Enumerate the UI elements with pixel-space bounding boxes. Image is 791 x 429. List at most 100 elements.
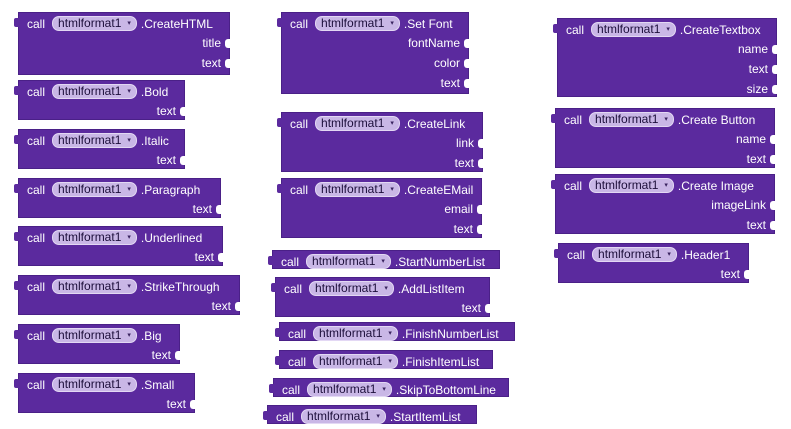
input-socket[interactable] [180, 156, 185, 165]
input-socket[interactable] [464, 59, 469, 68]
dropdown-arrow-icon: ▾ [127, 332, 131, 339]
method-name: .Header1 [680, 247, 731, 262]
input-socket[interactable] [190, 400, 195, 409]
component-dropdown[interactable]: htmlformat1▾ [52, 230, 137, 245]
component-dropdown[interactable]: htmlformat1▾ [52, 16, 137, 31]
input-socket[interactable] [770, 135, 775, 144]
component-dropdown[interactable]: htmlformat1▾ [301, 409, 386, 424]
param-label: color [433, 56, 460, 70]
param-label: text [748, 62, 768, 76]
component-dropdown[interactable]: htmlformat1▾ [306, 254, 391, 269]
component-name: htmlformat1 [58, 182, 122, 196]
method-name: .AddListItem [397, 281, 465, 296]
param-label: imageLink [711, 198, 766, 212]
component-dropdown[interactable]: htmlformat1▾ [589, 112, 674, 127]
input-socket[interactable] [477, 225, 482, 234]
component-name: htmlformat1 [58, 16, 122, 30]
component-dropdown[interactable]: htmlformat1▾ [315, 16, 400, 31]
input-socket[interactable] [478, 139, 483, 148]
call-keyword: call [567, 247, 586, 262]
component-dropdown[interactable]: htmlformat1▾ [589, 178, 674, 193]
input-socket[interactable] [180, 107, 185, 116]
input-socket[interactable] [772, 65, 777, 74]
call-keyword: call [27, 377, 46, 392]
dropdown-arrow-icon: ▾ [127, 137, 131, 144]
component-dropdown[interactable]: htmlformat1▾ [315, 182, 400, 197]
block-header: call htmlformat1▾.FinishNumberList [288, 326, 499, 341]
component-dropdown[interactable]: htmlformat1▾ [592, 247, 677, 262]
block-finishnumberlist[interactable]: call htmlformat1▾.FinishNumberList [275, 322, 515, 341]
input-socket[interactable] [772, 45, 777, 54]
component-dropdown[interactable]: htmlformat1▾ [52, 377, 137, 392]
input-socket[interactable] [464, 39, 469, 48]
component-dropdown[interactable]: htmlformat1▾ [309, 281, 394, 296]
dropdown-arrow-icon: ▾ [390, 186, 394, 193]
input-socket[interactable] [744, 270, 749, 279]
dropdown-arrow-icon: ▾ [388, 330, 392, 337]
component-dropdown[interactable]: htmlformat1▾ [52, 279, 137, 294]
method-name: .FinishNumberList [401, 326, 499, 341]
component-name: htmlformat1 [58, 377, 122, 391]
method-name: .Create Image [677, 178, 754, 193]
input-socket[interactable] [218, 253, 223, 262]
call-keyword: call [27, 84, 46, 99]
input-socket[interactable] [770, 155, 775, 164]
input-socket[interactable] [770, 221, 775, 230]
block-header1[interactable]: call htmlformat1▾.Header1 text [554, 243, 749, 283]
method-name: .StartItemList [389, 409, 461, 424]
component-dropdown[interactable]: htmlformat1▾ [313, 326, 398, 341]
call-keyword: call [276, 409, 295, 424]
component-dropdown[interactable]: htmlformat1▾ [307, 382, 392, 397]
component-name: htmlformat1 [307, 409, 371, 423]
component-dropdown[interactable]: htmlformat1▾ [52, 84, 137, 99]
component-dropdown[interactable]: htmlformat1▾ [591, 22, 676, 37]
dropdown-arrow-icon: ▾ [664, 182, 668, 189]
method-name: .CreateHTML [140, 16, 213, 31]
input-socket[interactable] [464, 79, 469, 88]
component-dropdown[interactable]: htmlformat1▾ [52, 182, 137, 197]
input-socket[interactable] [235, 302, 240, 311]
method-name: .CreateLink [403, 116, 466, 131]
param-label: fontName [407, 36, 460, 50]
call-keyword: call [288, 326, 307, 341]
param-label: size [746, 82, 768, 96]
input-socket[interactable] [485, 304, 490, 313]
component-dropdown[interactable]: htmlformat1▾ [52, 328, 137, 343]
input-socket[interactable] [770, 201, 775, 210]
input-socket[interactable] [216, 205, 221, 214]
input-socket[interactable] [175, 351, 180, 360]
dropdown-arrow-icon: ▾ [381, 258, 385, 265]
component-dropdown[interactable]: htmlformat1▾ [52, 133, 137, 148]
input-socket[interactable] [477, 205, 482, 214]
component-dropdown[interactable]: htmlformat1▾ [315, 116, 400, 131]
block-startitemlist[interactable]: call htmlformat1▾.StartItemList [263, 405, 477, 424]
param-label: text [720, 267, 740, 281]
input-socket[interactable] [478, 159, 483, 168]
component-dropdown[interactable]: htmlformat1▾ [313, 354, 398, 369]
input-socket[interactable] [772, 85, 777, 94]
input-socket[interactable] [225, 39, 230, 48]
input-socket[interactable] [225, 59, 230, 68]
